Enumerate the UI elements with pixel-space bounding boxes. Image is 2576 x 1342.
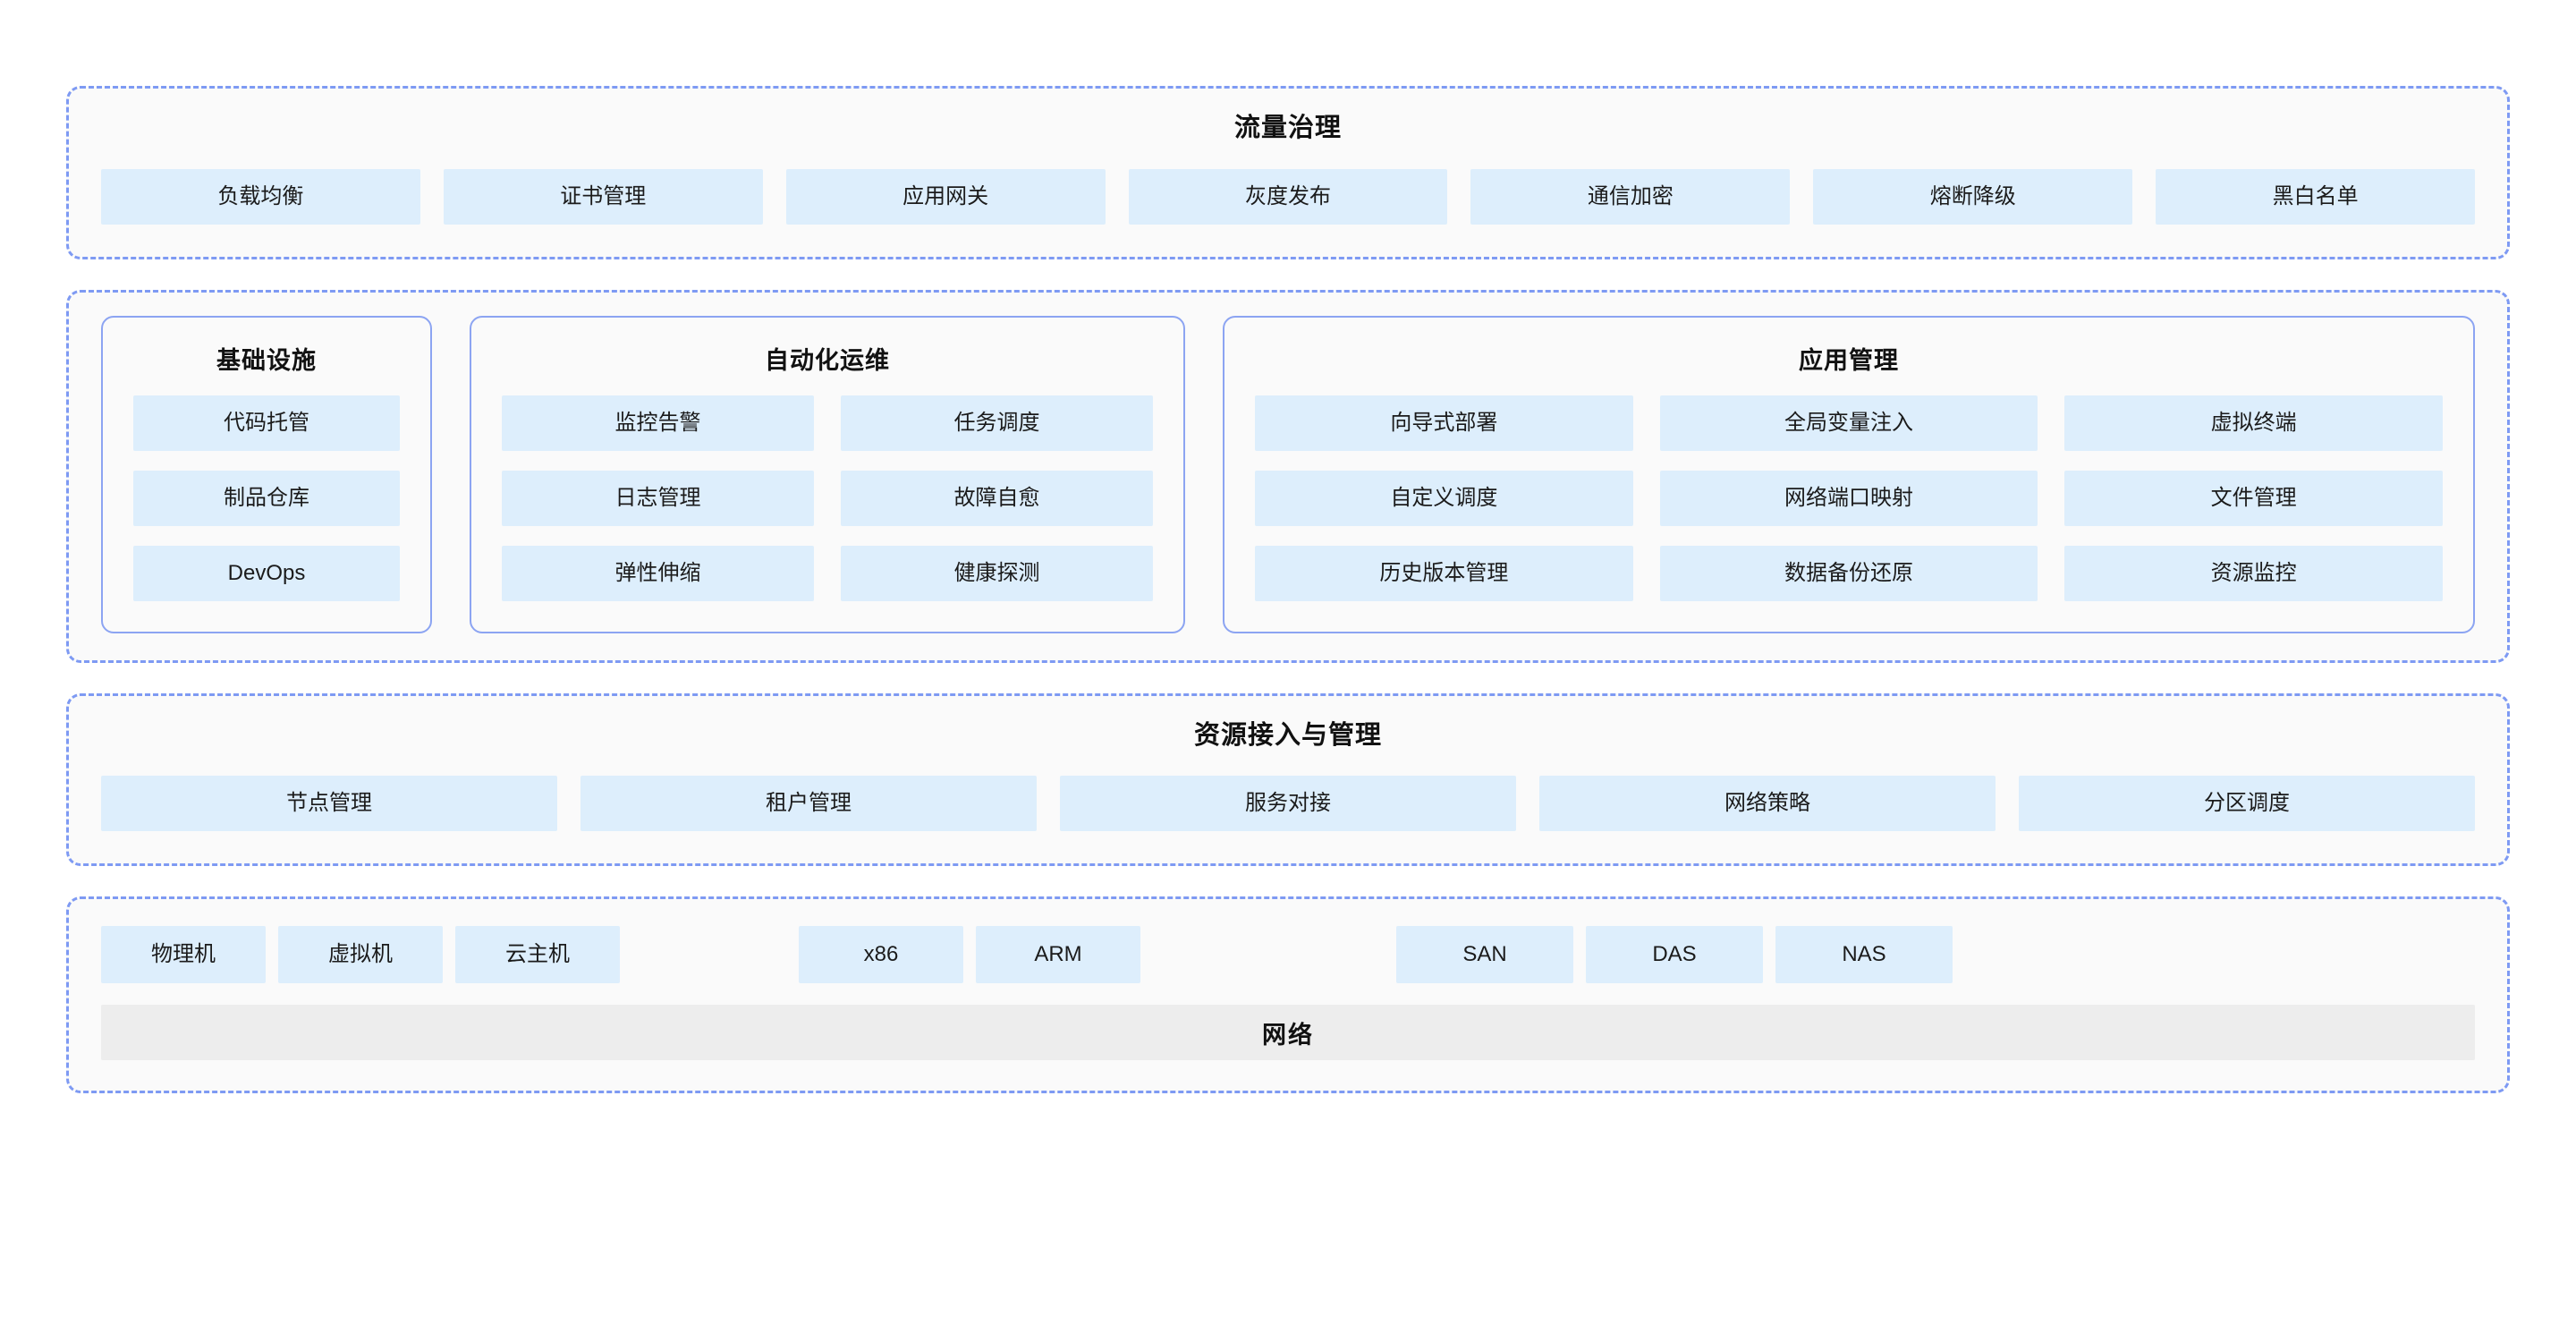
chip-elastic-scaling[interactable]: 弹性伸缩 — [502, 545, 814, 601]
chip-canary-release[interactable]: 灰度发布 — [1128, 168, 1448, 225]
chip-global-variable-injection[interactable]: 全局变量注入 — [1659, 395, 2038, 451]
chip-fault-self-healing[interactable]: 故障自愈 — [841, 470, 1153, 526]
chip-communication-encryption[interactable]: 通信加密 — [1470, 168, 1791, 225]
chip-application-gateway[interactable]: 应用网关 — [785, 168, 1106, 225]
chip-row-traffic-governance: 负载均衡 证书管理 应用网关 灰度发布 通信加密 熔断降级 黑白名单 — [101, 168, 2476, 225]
panel-application-management: 应用管理 向导式部署 全局变量注入 虚拟终端 自定义调度 网络端口映射 文件管理… — [1223, 315, 2475, 633]
chip-node-management[interactable]: 节点管理 — [101, 776, 557, 832]
chip-x86[interactable]: x86 — [799, 926, 963, 984]
chip-row-resource-access: 节点管理 租户管理 服务对接 网络策略 分区调度 — [101, 776, 2475, 832]
chip-wizard-deployment[interactable]: 向导式部署 — [1255, 395, 1633, 451]
hardware-group-storage: SAN DAS NAS — [1396, 926, 1953, 984]
chip-das[interactable]: DAS — [1586, 926, 1763, 984]
chip-data-backup-restore[interactable]: 数据备份还原 — [1659, 545, 2038, 601]
chip-network-policy[interactable]: 网络策略 — [1539, 776, 1996, 832]
section-traffic-governance: 流量治理 负载均衡 证书管理 应用网关 灰度发布 通信加密 熔断降级 黑白名单 — [66, 86, 2510, 259]
panel-title-infrastructure: 基础设施 — [216, 346, 317, 374]
panel-infrastructure: 基础设施 代码托管 制品仓库 DevOps — [101, 315, 432, 633]
panel-grid-infrastructure: 代码托管 制品仓库 DevOps — [133, 395, 400, 601]
chip-version-history-management[interactable]: 历史版本管理 — [1255, 545, 1633, 601]
chip-virtual-terminal[interactable]: 虚拟终端 — [2064, 395, 2443, 451]
chip-virtual-machine[interactable]: 虚拟机 — [278, 926, 443, 984]
chip-circuit-breaking-degradation[interactable]: 熔断降级 — [1813, 168, 2133, 225]
chip-certificate-management[interactable]: 证书管理 — [443, 168, 763, 225]
chip-monitoring-alerting[interactable]: 监控告警 — [502, 395, 814, 451]
panel-title-automated-operations: 自动化运维 — [765, 346, 890, 374]
chip-tenant-management[interactable]: 租户管理 — [580, 776, 1037, 832]
hardware-group-row: 物理机 虚拟机 云主机 x86 ARM SAN DAS NAS — [101, 926, 2475, 984]
chip-service-integration[interactable]: 服务对接 — [1060, 776, 1516, 832]
hardware-group-architecture: x86 ARM — [799, 926, 1140, 984]
chip-resource-monitoring[interactable]: 资源监控 — [2064, 545, 2443, 601]
chip-load-balancing[interactable]: 负载均衡 — [101, 168, 420, 225]
chip-devops[interactable]: DevOps — [133, 545, 400, 601]
chip-task-scheduling[interactable]: 任务调度 — [841, 395, 1153, 451]
chip-network-port-mapping[interactable]: 网络端口映射 — [1659, 470, 2038, 526]
section-title-resource-access-management: 资源接入与管理 — [1193, 720, 1382, 750]
chip-partition-scheduling[interactable]: 分区调度 — [2019, 776, 2475, 832]
chip-cloud-host[interactable]: 云主机 — [455, 926, 620, 984]
hardware-group-compute: 物理机 虚拟机 云主机 — [101, 926, 620, 984]
panel-automated-operations: 自动化运维 监控告警 任务调度 日志管理 故障自愈 弹性伸缩 健康探测 — [470, 315, 1185, 633]
chip-log-management[interactable]: 日志管理 — [502, 470, 814, 526]
chip-allow-deny-list[interactable]: 黑白名单 — [2156, 168, 2476, 225]
chip-code-hosting[interactable]: 代码托管 — [133, 395, 400, 451]
network-bar: 网络 — [101, 1005, 2475, 1061]
chip-nas[interactable]: NAS — [1775, 926, 1953, 984]
section-platform-capabilities: 基础设施 代码托管 制品仓库 DevOps 自动化运维 监控告警 任务调度 日志… — [66, 289, 2510, 663]
chip-artifact-repository[interactable]: 制品仓库 — [133, 470, 400, 526]
panel-title-application-management: 应用管理 — [1799, 346, 1899, 374]
chip-san[interactable]: SAN — [1396, 926, 1573, 984]
section-hardware-resources: 物理机 虚拟机 云主机 x86 ARM SAN DAS NAS 网络 — [66, 896, 2510, 1094]
section-resource-access-management: 资源接入与管理 节点管理 租户管理 服务对接 网络策略 分区调度 — [66, 692, 2510, 867]
chip-physical-machine[interactable]: 物理机 — [101, 926, 266, 984]
panel-grid-automated-operations: 监控告警 任务调度 日志管理 故障自愈 弹性伸缩 健康探测 — [502, 395, 1153, 601]
chip-arm[interactable]: ARM — [976, 926, 1140, 984]
panel-grid-application-management: 向导式部署 全局变量注入 虚拟终端 自定义调度 网络端口映射 文件管理 历史版本… — [1255, 395, 2443, 601]
chip-file-management[interactable]: 文件管理 — [2064, 470, 2443, 526]
chip-custom-scheduling[interactable]: 自定义调度 — [1255, 470, 1633, 526]
chip-health-probe[interactable]: 健康探测 — [841, 545, 1153, 601]
panel-row-platform: 基础设施 代码托管 制品仓库 DevOps 自动化运维 监控告警 任务调度 日志… — [101, 315, 2475, 633]
section-title-traffic-governance: 流量治理 — [1233, 114, 1342, 142]
